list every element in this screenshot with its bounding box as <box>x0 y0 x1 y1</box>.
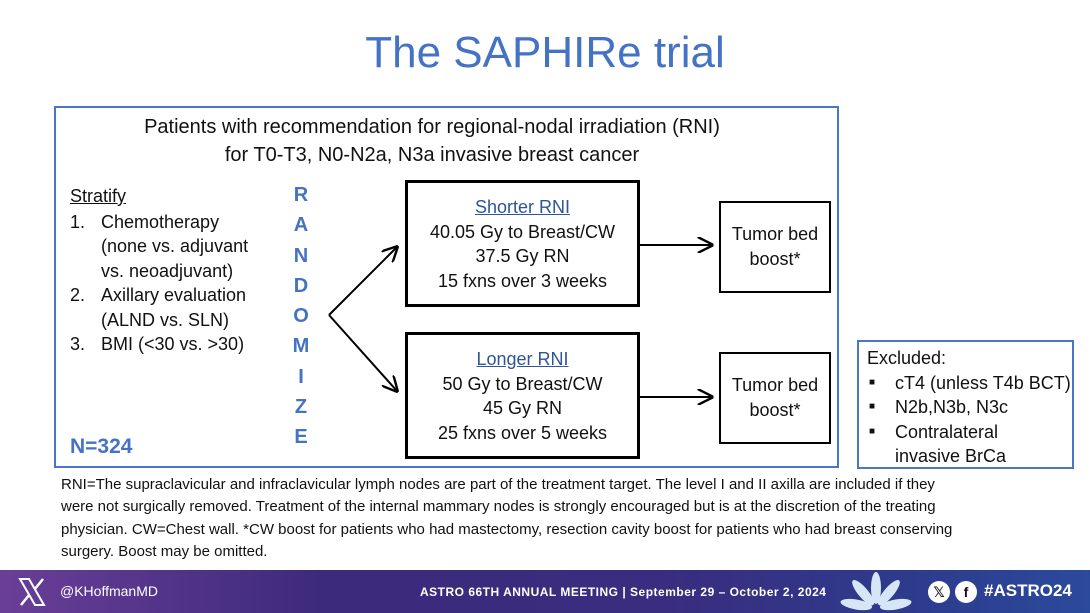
arm-detail-line: 45 Gy RN <box>482 398 563 418</box>
excluded-item-line: invasive BrCa <box>895 446 1007 466</box>
tumor-bed-boost-box: Tumor bed boost* <box>719 352 831 444</box>
randomize-letter: N <box>293 244 309 267</box>
footnote-line: surgery. Boost may be omitted. <box>61 542 268 560</box>
randomize-vertical-label: R A N D O M I Z E <box>286 180 316 453</box>
footnote-line: were not surgically removed. Treatment o… <box>61 498 936 516</box>
arm-title: Shorter RNI <box>474 197 571 217</box>
stratify-item-number: 1. <box>70 211 86 232</box>
excluded-item: ■ cT4 (unless T4b BCT) <box>867 371 1072 396</box>
excluded-item-line: N2b,N3b, N3c <box>895 397 1009 417</box>
bullet-icon: ■ <box>869 376 876 388</box>
randomize-letter: O <box>293 305 309 328</box>
stratify-item: 1. Chemotherapy (none vs. adjuvant vs. n… <box>70 210 285 284</box>
stratify-item-number: 3. <box>70 334 86 354</box>
exclusion-criteria-box: Excluded: ■ cT4 (unless T4b BCT) ■ N2b,N… <box>857 340 1074 469</box>
excluded-heading: Excluded: <box>867 348 947 368</box>
asterisk-flower-icon <box>840 572 912 611</box>
boost-line: Tumor bed <box>731 375 819 395</box>
x-logo-icon <box>18 578 46 606</box>
stratify-item-text: Axillary evaluation (ALND vs. SLN) <box>101 283 246 332</box>
footer-bar <box>0 570 1090 613</box>
eligibility-header: Patients with recommendation for regiona… <box>56 113 808 169</box>
eligibility-line-1: Patients with recommendation for regiona… <box>144 116 720 138</box>
footnote: RNI=The supraclavicular and infraclavicu… <box>61 474 1066 563</box>
social-handle: @KHoffmanMD <box>60 583 158 599</box>
footnote-line: RNI=The supraclavicular and infraclavicu… <box>61 476 935 493</box>
stratify-item-number: 2. <box>70 285 86 305</box>
stratify-item-line: vs. neoadjuvant) <box>101 260 234 281</box>
arm-detail-line: 37.5 Gy RN <box>475 246 570 266</box>
footnote-line: physician. CW=Chest wall. *CW boost for … <box>61 520 953 538</box>
stratify-item-line: (none vs. adjuvant <box>101 236 249 256</box>
stratify-item: 3. BMI (<30 vs. >30) <box>70 332 285 357</box>
shorter-rni-arm: Shorter RNI 40.05 Gy to Breast/CW 37.5 G… <box>405 180 640 307</box>
boost-line: boost* <box>749 249 801 269</box>
excluded-item: ■ N2b,N3b, N3c <box>867 395 1072 420</box>
randomize-letter: M <box>292 335 310 358</box>
meeting-name: ASTRO 66TH ANNUAL MEETING | September 29… <box>420 585 827 599</box>
stratify-item-line: (ALND vs. SLN) <box>101 309 230 330</box>
randomize-letter: R <box>293 184 309 206</box>
facebook-icon[interactable]: f <box>955 581 977 603</box>
bullet-icon: ■ <box>869 401 876 412</box>
stratify-item: 2. Axillary evaluation (ALND vs. SLN) <box>70 283 285 332</box>
stratify-item-text: Chemotherapy (none vs. adjuvant vs. neoa… <box>101 210 248 284</box>
stratify-item-text: BMI (<30 vs. >30) <box>101 332 244 357</box>
excluded-item: ■ Contralateral invasive BrCa <box>867 420 1072 469</box>
arm-detail-line: 40.05 Gy to Breast/CW <box>429 221 616 242</box>
stratify-item-line: Axillary evaluation <box>101 285 247 305</box>
stratify-item-line: Chemotherapy <box>101 211 220 232</box>
randomize-letter: I <box>298 365 304 388</box>
stratification-list: Stratify 1. Chemotherapy (none vs. adjuv… <box>70 184 285 357</box>
eligibility-line-2: for T0-T3, N0-N2a, N3a invasive breast c… <box>224 144 640 166</box>
arrow-icon <box>328 314 397 391</box>
randomize-letter: D <box>293 274 309 297</box>
page-title: The SAPHIRe trial <box>365 28 725 77</box>
arm-detail-line: 15 fxns over 3 weeks <box>437 270 608 291</box>
randomize-letter: A <box>293 214 309 237</box>
x-social-icon[interactable]: 𝕏 <box>928 581 950 603</box>
excluded-item-line: Contralateral <box>895 421 999 442</box>
trial-schema-frame <box>54 106 839 468</box>
arm-detail-line: 25 fxns over 5 weeks <box>437 422 608 443</box>
hashtag: #ASTRO24 <box>984 581 1072 600</box>
bullet-icon: ■ <box>869 425 876 437</box>
stratify-item-line: BMI (<30 vs. >30) <box>101 334 245 354</box>
randomize-letter: Z <box>294 396 308 419</box>
arm-title: Longer RNI <box>476 349 569 369</box>
boost-line: boost* <box>749 400 801 420</box>
arrow-icon <box>328 247 397 316</box>
tumor-bed-boost-box: Tumor bed boost* <box>719 201 831 293</box>
randomize-letter: E <box>294 426 308 449</box>
sample-size-label: N=324 <box>70 435 133 458</box>
boost-line: Tumor bed <box>731 224 819 244</box>
excluded-item-line: cT4 (unless T4b BCT) <box>895 372 1071 393</box>
stratify-heading: Stratify <box>70 186 127 206</box>
arm-detail-line: 50 Gy to Breast/CW <box>442 373 603 394</box>
longer-rni-arm: Longer RNI 50 Gy to Breast/CW 45 Gy RN 2… <box>405 332 640 459</box>
